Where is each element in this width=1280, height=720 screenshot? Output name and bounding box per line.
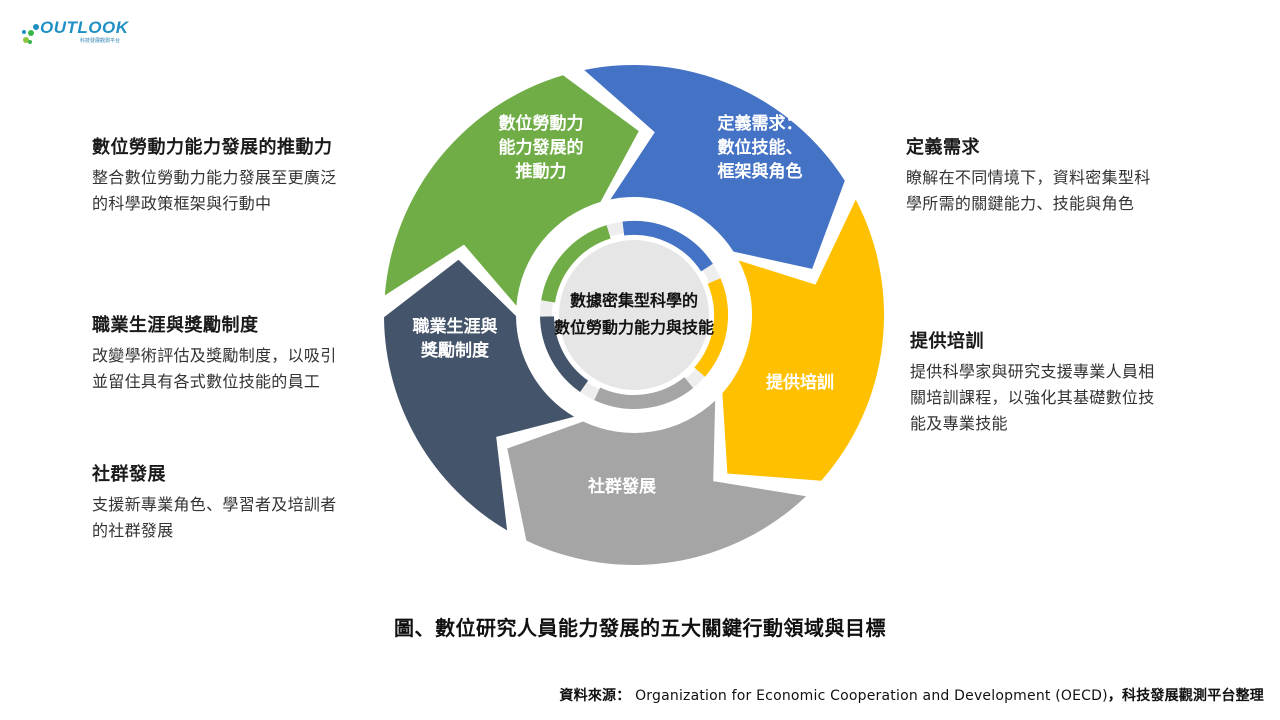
segment-label-community-1: 社群發展 bbox=[587, 476, 656, 497]
source-org: Organization for Economic Cooperation an… bbox=[630, 688, 1108, 704]
segments-layer bbox=[384, 65, 885, 565]
segment-label-career-2: 獎勵制度 bbox=[420, 340, 490, 361]
desc-career-title: 職業生涯與獎勵制度 bbox=[92, 315, 259, 336]
inner-arc-drive bbox=[541, 225, 611, 303]
segment-label-define-3: 框架與角色 bbox=[718, 161, 803, 182]
desc-career-line1: 改變學術評估及獎勵制度，以吸引 bbox=[92, 346, 337, 365]
desc-drive-line2: 的科學政策框架與行動中 bbox=[92, 194, 272, 213]
inner-arc-define bbox=[622, 221, 713, 272]
source-note: 資料來源： Organization for Economic Cooperat… bbox=[559, 685, 1264, 705]
outlook-logo: OUTLOOK 科技發展觀測平台 bbox=[10, 8, 128, 44]
desc-train-title: 提供培訓 bbox=[910, 331, 984, 352]
desc-career: 職業生涯與獎勵制度 改變學術評估及獎勵制度，以吸引 並留住具有各式數位技能的員工 bbox=[92, 311, 337, 395]
inner-arc-train bbox=[694, 278, 728, 377]
desc-define-line2: 學所需的關鍵能力、技能與角色 bbox=[906, 194, 1135, 213]
desc-community-line1: 支援新專業角色、學習者及培訓者 bbox=[92, 495, 337, 514]
segment-label-define-1: 定義需求： bbox=[718, 113, 803, 134]
desc-career-line2: 並留住具有各式數位技能的員工 bbox=[92, 372, 321, 391]
segment-train bbox=[722, 199, 885, 481]
center-label-line1: 數據密集型科學的 bbox=[570, 291, 698, 310]
segment-career bbox=[384, 259, 575, 531]
desc-drive-line1: 整合數位勞動力能力發展至更廣泛 bbox=[92, 168, 337, 187]
segment-label-train-1: 提供培訓 bbox=[766, 372, 834, 393]
cycle-diagram: 數據密集型科學的 數位勞動力能力與技能 數位勞動力能力發展的推動力定義需求：數位… bbox=[384, 65, 885, 565]
segment-community bbox=[507, 400, 807, 565]
segment-label-drive-2: 能力發展的 bbox=[499, 137, 584, 158]
inner-ring-layer bbox=[540, 221, 728, 409]
inner-arc-career bbox=[540, 316, 589, 393]
desc-drive-title: 數位勞動力能力發展的推動力 bbox=[92, 137, 333, 158]
desc-train-line3: 能及專業技能 bbox=[910, 414, 1008, 433]
figure-caption: 圖、數位研究人員能力發展的五大關鍵行動領域與目標 bbox=[394, 616, 886, 640]
inner-arc-community bbox=[594, 377, 694, 409]
source-prefix: 資料來源： bbox=[559, 688, 631, 704]
desc-define: 定義需求 瞭解在不同情境下，資料密集型科 學所需的關鍵能力、技能與角色 bbox=[906, 133, 1151, 217]
center-label-line2: 數位勞動力能力與技能 bbox=[554, 318, 714, 337]
source-suffix: ，科技發展觀測平台整理 bbox=[1107, 688, 1264, 704]
segment-label-career-1: 職業生涯與 bbox=[413, 316, 498, 337]
desc-drive: 數位勞動力能力發展的推動力 整合數位勞動力能力發展至更廣泛 的科學政策框架與行動… bbox=[92, 133, 337, 217]
segment-define bbox=[584, 65, 845, 269]
desc-community: 社群發展 支援新專業角色、學習者及培訓者 的社群發展 bbox=[92, 460, 337, 544]
desc-community-title: 社群發展 bbox=[92, 464, 166, 485]
desc-define-title: 定義需求 bbox=[906, 137, 980, 158]
segment-label-drive-1: 數位勞動力 bbox=[499, 113, 584, 134]
desc-community-line2: 的社群發展 bbox=[92, 521, 174, 540]
segment-label-define-2: 數位技能、 bbox=[718, 137, 803, 158]
logo-dots-icon bbox=[22, 24, 39, 44]
center-disc bbox=[559, 240, 709, 390]
segment-label-drive-3: 推動力 bbox=[516, 161, 567, 182]
desc-train: 提供培訓 提供科學家與研究支援專業人員相 關培訓課程，以強化其基礎數位技 能及專… bbox=[910, 327, 1155, 437]
desc-define-line1: 瞭解在不同情境下，資料密集型科 bbox=[906, 168, 1151, 187]
desc-train-line2: 關培訓課程，以強化其基礎數位技 bbox=[910, 388, 1155, 407]
segment-drive bbox=[384, 75, 639, 306]
logo-subtitle: 科技發展觀測平台 bbox=[80, 38, 121, 44]
logo-name: OUTLOOK bbox=[40, 18, 129, 37]
desc-train-line1: 提供科學家與研究支援專業人員相 bbox=[910, 362, 1155, 381]
